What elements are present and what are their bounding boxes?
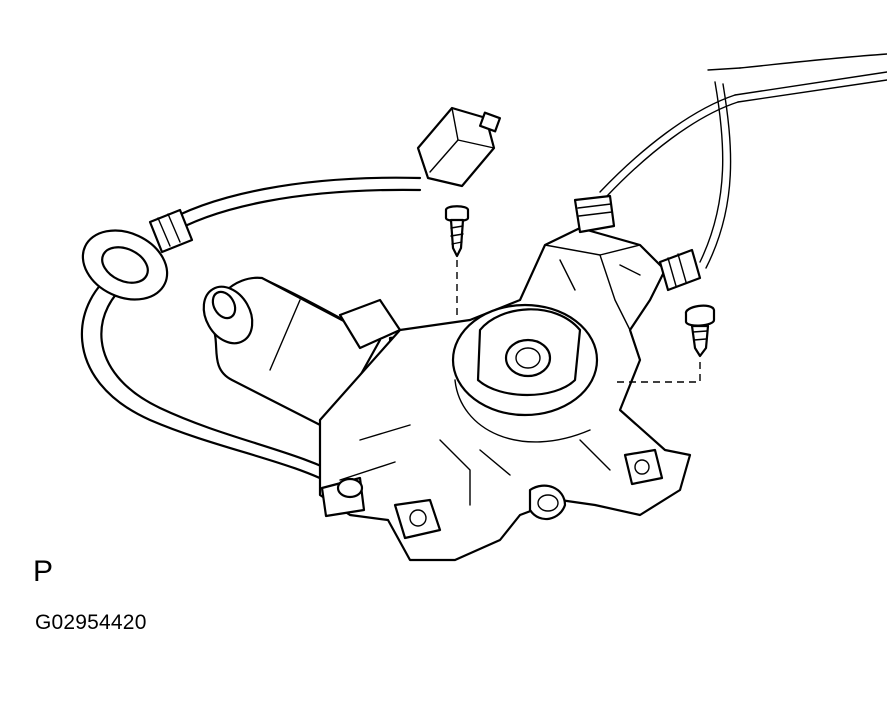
connector-icon — [416, 106, 502, 188]
grommet-icon — [81, 208, 194, 301]
view-label: P — [33, 555, 54, 588]
figure-code: G02954420 — [35, 611, 147, 634]
regulator-cable-icon — [599, 53, 887, 269]
screw-icon — [444, 205, 716, 383]
gear-housing-icon — [318, 194, 702, 562]
